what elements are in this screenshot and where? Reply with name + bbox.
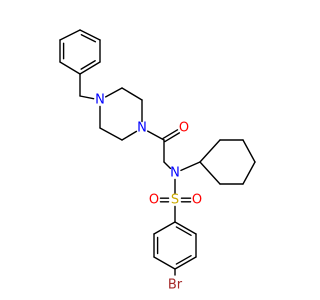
bond-r6-r1 (153, 221, 176, 235)
bond-b3-b4 (79, 61, 101, 75)
bond-r4-r5 (153, 256, 176, 270)
bond-r1-r2 (174, 221, 197, 235)
bond-b4-b5 (59, 61, 81, 75)
bond-r1-r2-inner (175, 226, 192, 237)
bond-h4-h5 (242, 161, 256, 185)
bond-b1-b2-inner (80, 34, 97, 43)
bond-p1-p2 (121, 87, 143, 101)
bond-c2-n3 (163, 161, 172, 170)
atom-o1: O (179, 121, 189, 136)
bond-n2-c1 (147, 130, 165, 141)
bond-c1-o1-b (162, 129, 179, 140)
bond-h1-h2 (199, 139, 221, 163)
atom-s1: S (171, 193, 179, 208)
bond-r3-r4 (174, 256, 197, 270)
bond-b6-b1 (59, 29, 81, 41)
atom-n3: N (170, 166, 180, 181)
atom-n2: N (137, 121, 147, 136)
atom-n1: N (95, 93, 105, 108)
atom-o2: O (149, 193, 159, 208)
bond-r3-r4-inner (175, 254, 192, 265)
bond-b1-b2 (79, 29, 101, 41)
bond-c1-o1-a (164, 132, 181, 143)
bond-layer (59, 29, 256, 276)
atom-o3: O (192, 193, 202, 208)
bond-ch2a-n1 (79, 95, 95, 100)
bond-n2-p3 (121, 130, 138, 141)
bond-n1-p1 (105, 87, 123, 98)
bond-n3-h1 (180, 161, 201, 172)
bond-h3-h4 (242, 139, 256, 163)
bond-h6-h1 (199, 161, 221, 185)
bond-b3-b4-inner (80, 60, 96, 70)
atom-br1: Br (168, 278, 183, 293)
bond-p3-p4 (99, 127, 123, 141)
